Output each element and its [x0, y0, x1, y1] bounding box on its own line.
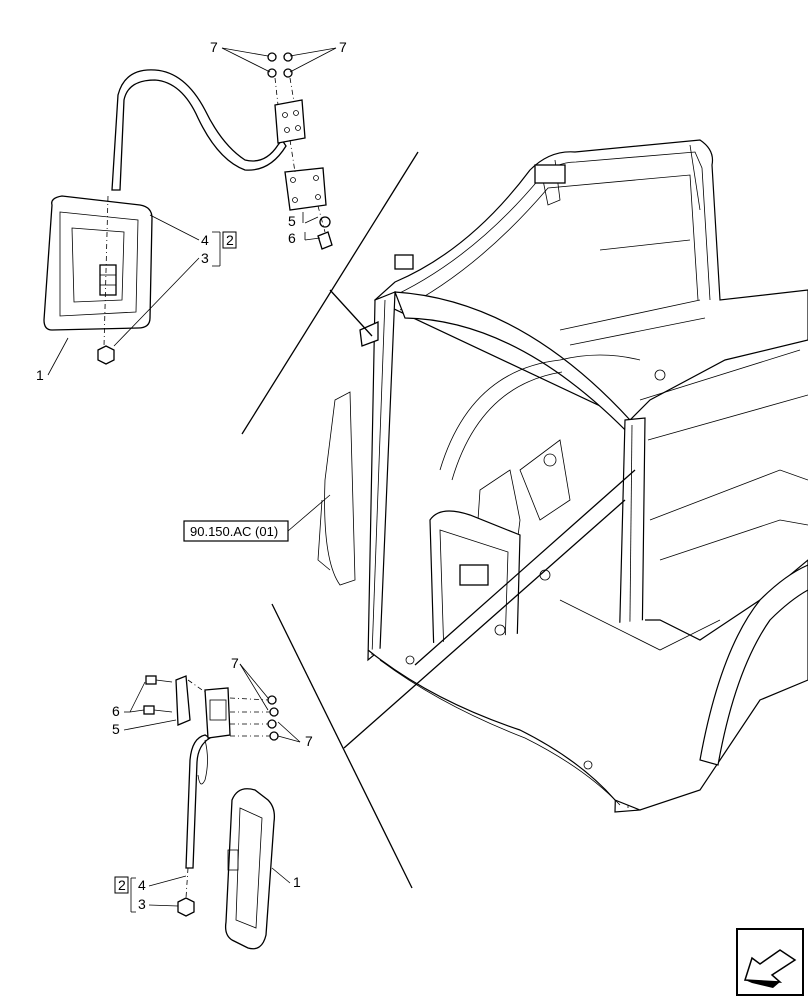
mirror-arm-lower — [185, 734, 212, 869]
upper-mirror-assembly — [43, 52, 333, 365]
cab-frame — [317, 139, 808, 813]
callout-6-lower: 6 — [112, 703, 120, 719]
callout-4-lower: 4 — [138, 877, 146, 893]
reference-callout: 90.150.AC (01) — [183, 494, 331, 542]
mirror-head-upper — [43, 195, 153, 331]
kit-marker-upper: 2 — [226, 232, 234, 248]
callout-5-upper: 5 — [288, 213, 296, 229]
callout-1-upper: 1 — [36, 367, 44, 383]
callout-7-lower-top: 7 — [231, 655, 239, 671]
mount-plate-upper — [284, 167, 327, 211]
mirror-arm-upper — [111, 69, 287, 191]
callout-3-upper: 3 — [201, 250, 209, 266]
hinge-bracket-upper — [274, 99, 306, 144]
callout-3-lower: 3 — [138, 896, 146, 912]
lower-mirror-assembly — [143, 675, 279, 950]
next-page-arrow-icon[interactable] — [736, 928, 804, 996]
reference-label[interactable]: 90.150.AC (01) — [190, 524, 278, 539]
callout-7-upper-left: 7 — [210, 39, 218, 55]
callout-1-lower: 1 — [293, 874, 301, 890]
lower-callouts: 7 7 6 5 1 2 4 3 — [112, 655, 313, 913]
mirror-head-lower — [224, 788, 276, 950]
callout-4-upper: 4 — [201, 232, 209, 248]
view-leader-lines — [241, 151, 636, 889]
callout-5-lower: 5 — [112, 721, 120, 737]
callout-7-lower-bottom: 7 — [305, 733, 313, 749]
hinge-block-lower — [204, 687, 231, 739]
upper-callouts: 7 7 5 6 4 3 2 1 — [36, 39, 347, 383]
kit-marker-lower-box — [114, 876, 129, 894]
callout-6-upper: 6 — [288, 230, 296, 246]
kit-marker-upper-box — [222, 231, 237, 249]
kit-marker-lower: 2 — [118, 877, 126, 893]
callout-7-upper-right: 7 — [339, 39, 347, 55]
mount-plate-lower — [175, 675, 191, 726]
